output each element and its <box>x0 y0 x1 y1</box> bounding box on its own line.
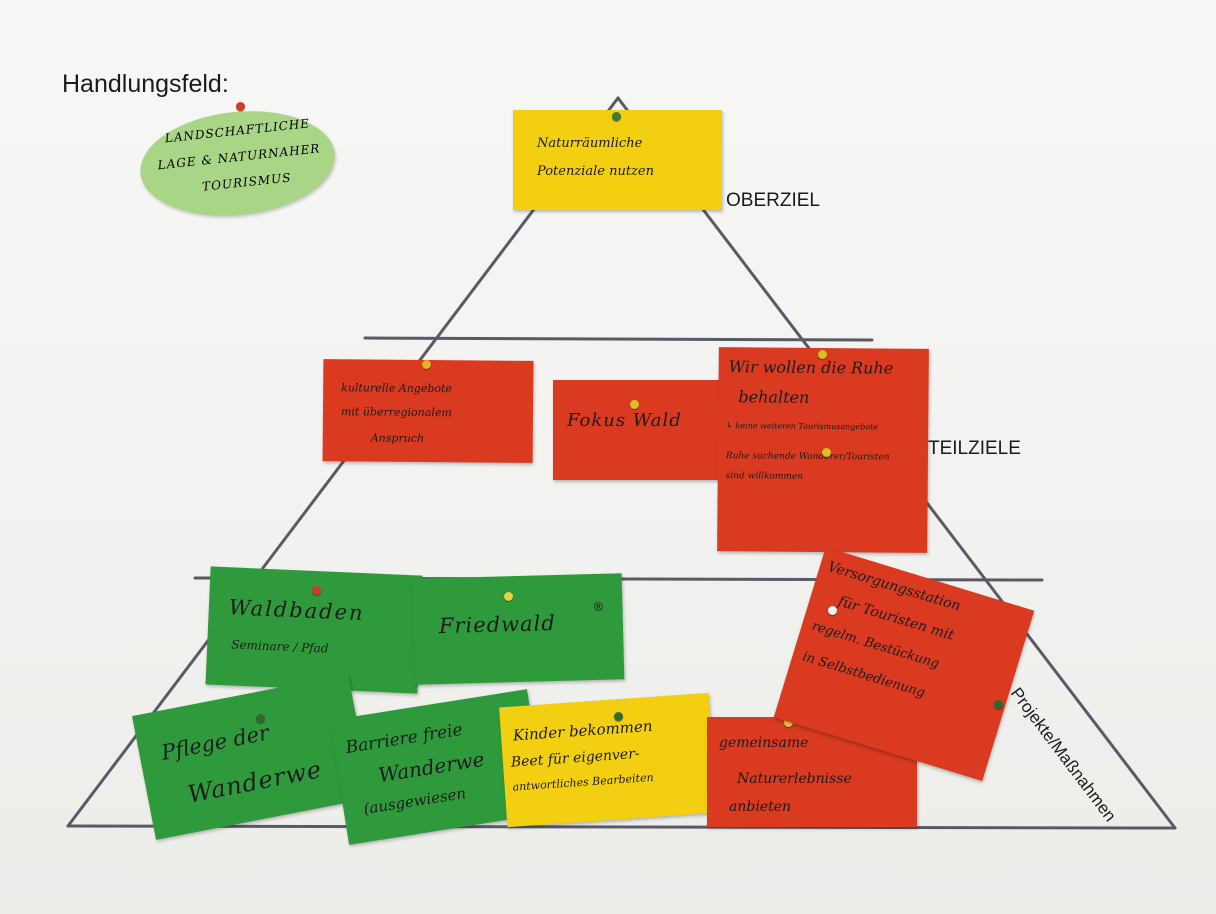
pin-icon <box>236 102 245 111</box>
note-text: anbieten <box>729 799 792 815</box>
level-label-oberziel: OBERZIEL <box>726 190 820 211</box>
note-text: behalten <box>738 387 810 407</box>
level-label-teilziele: TEILZIELE <box>928 438 1021 459</box>
handlungsfeld-title: Handlungsfeld: <box>62 70 229 98</box>
note-naturerlebnisse: gemeinsame Naturerlebnisse anbieten <box>707 717 917 827</box>
pin-icon <box>818 350 827 359</box>
note-text: Wanderwe <box>376 746 486 788</box>
note-text: antwortliches Bearbeiten <box>512 770 654 794</box>
field-oval-line: TOURISMUS <box>201 170 293 194</box>
note-text: Beet für eigenver- <box>510 745 641 771</box>
note-text: Kinder bekommen <box>512 716 654 745</box>
note-text: mit überregionalem <box>340 405 452 420</box>
note-kulturelle-angebote: kulturelle Angebote mit überregionalem A… <box>322 359 534 463</box>
pin-icon <box>784 718 793 727</box>
note-text: Fokus Wald <box>567 410 682 431</box>
note-text: ↳ keine weiteren Tourismusangebote <box>726 421 879 432</box>
pin-icon <box>614 712 623 721</box>
pin-icon <box>422 360 431 369</box>
note-text: Naturräumliche <box>537 136 643 151</box>
pin-icon <box>612 112 621 121</box>
pin-icon <box>630 400 639 409</box>
note-text: Seminare / Pfad <box>230 637 329 656</box>
note-text: (ausgewiesen <box>362 784 468 819</box>
note-fokus-wald: Fokus Wald <box>553 380 725 480</box>
pin-icon <box>828 606 837 615</box>
note-text: Wanderwe <box>185 755 325 809</box>
note-text: sind willkommen <box>725 471 804 482</box>
note-text: Pflege der <box>159 720 271 765</box>
note-text: Ruhe suchende Wanderer/Touristen <box>725 451 890 463</box>
pin-icon <box>312 586 321 595</box>
note-text: Friedwald <box>438 611 557 639</box>
pin-icon <box>504 592 513 601</box>
divider-upper <box>363 336 874 342</box>
pin-icon <box>994 700 1003 709</box>
pyramid-base <box>66 824 1177 830</box>
note-text: gemeinsame <box>719 735 809 751</box>
note-text: Wir wollen die Ruhe <box>728 357 894 378</box>
field-oval-line: LAGE & NATURNAHER <box>157 141 321 173</box>
note-text: Potenziale nutzen <box>537 164 654 179</box>
note-text: Anspruch <box>370 431 425 445</box>
note-friedwald: Friedwald ® <box>411 573 625 685</box>
pin-icon <box>822 448 831 457</box>
note-text: Naturerlebnisse <box>737 771 852 787</box>
pin-icon <box>256 714 265 723</box>
pyramid-left-edge <box>66 96 620 828</box>
note-kinder-beet: Kinder bekommen Beet für eigenver- antwo… <box>499 692 717 828</box>
note-oberziel: Naturräumliche Potenziale nutzen <box>513 110 722 210</box>
note-text: kulturelle Angebote <box>341 381 453 396</box>
note-text: Waldbaden <box>228 595 366 626</box>
trademark-mark: ® <box>592 599 605 615</box>
